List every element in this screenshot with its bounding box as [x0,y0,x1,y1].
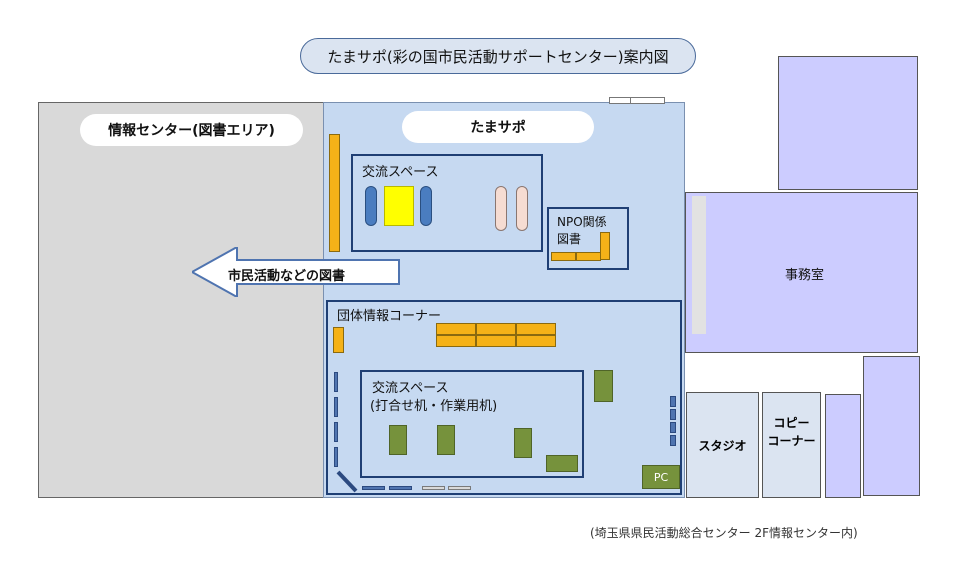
info-center-label: 情報センター(図書エリア) [80,114,303,146]
leaflet-rack [436,335,476,347]
work-table [437,425,455,455]
rack-bottom [389,486,412,490]
leaflet-rack [516,323,556,335]
npo-books-label-1: NPO関係 [557,215,607,229]
group-info-corner [326,300,682,495]
rack-right [670,396,676,407]
copy-corner-label-2: コーナー [767,434,816,448]
chair-left [365,186,377,226]
work-table [594,370,613,402]
rack-diagonal [336,470,358,493]
footnote: (埼玉県県民活動総合センター 2F情報センター内) [590,526,858,540]
rack-bottom-grey [422,486,445,490]
rack-right [670,422,676,433]
npo-shelf-vertical [600,232,610,260]
exchange-space-lower-label-2: (打合せ机・作業用机) [370,399,498,414]
entrance-door-divider [630,97,631,104]
books-arrow-label: 市民活動などの図書 [228,268,346,284]
books-arrow [192,247,400,297]
npo-shelf-bottom-1 [551,252,576,261]
rack-bottom [362,486,385,490]
npo-shelf-bottom-2 [576,252,601,261]
group-info-corner-label: 団体情報コーナー [337,309,442,324]
bookshelf-left [329,134,340,252]
exchange-space-upper [351,154,543,252]
studio-room [686,392,759,498]
tamasapo-label: たまサポ [402,111,594,143]
exchange-space-lower [360,370,584,478]
copy-corner-room [762,392,821,498]
pink-chair-left [495,186,507,231]
info-center-area [38,102,325,498]
room-upper-right [778,56,918,190]
pink-chair-right [516,186,528,231]
leaflet-rack [476,335,516,347]
entrance-door [609,97,665,104]
small-room [825,394,861,498]
copy-corner-label-1: コピー [773,416,810,430]
office-window [692,196,706,334]
pc-station: PC [642,465,680,489]
rack-left [334,447,338,467]
chair-right [420,186,432,226]
exchange-space-lower-label-1: 交流スペース [372,381,449,396]
rack-right [670,435,676,446]
rack-left [334,422,338,442]
rack-left [334,397,338,417]
room-lower-right [863,356,920,496]
work-table [389,425,407,455]
leaflet-rack [436,323,476,335]
npo-books-area [547,207,629,270]
work-table [546,455,578,472]
office-room [685,192,918,353]
map-title: たまサポ(彩の国市民活動サポートセンター)案内図 [300,38,696,74]
office-label: 事務室 [785,268,825,283]
studio-label: スタジオ [698,438,747,453]
rack-left [334,372,338,392]
leaflet-rack [516,335,556,347]
exchange-space-upper-label: 交流スペース [362,165,439,180]
leaflet-rack [476,323,516,335]
work-table [514,428,532,458]
yellow-table [384,186,414,226]
npo-books-label-2: 図書 [557,232,582,246]
group-info-shelf-left [333,327,344,353]
rack-bottom-grey [448,486,471,490]
rack-right [670,409,676,420]
